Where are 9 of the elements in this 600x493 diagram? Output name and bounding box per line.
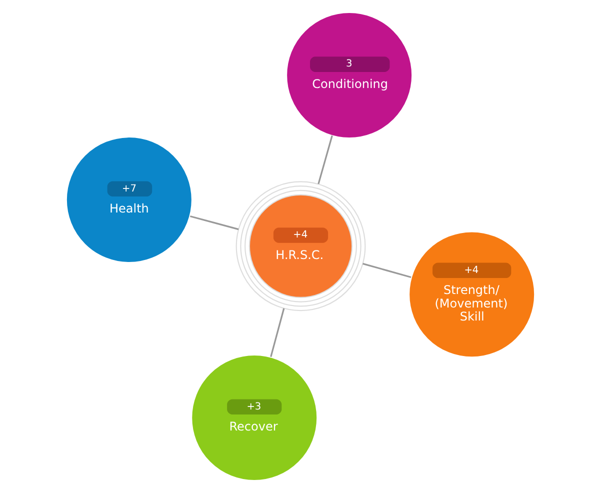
node-circle: +3 Recover xyxy=(190,354,318,482)
node-circle: +4 Strength/ (Movement) Skill xyxy=(408,231,535,358)
node-circle: 3 Conditioning xyxy=(285,12,412,139)
connector xyxy=(270,308,284,357)
connector xyxy=(317,135,332,184)
connector xyxy=(362,262,411,278)
node-circle: +7 Health xyxy=(65,136,192,264)
connector xyxy=(189,215,238,230)
node-circle: +4 H.R.S.C. xyxy=(235,181,366,312)
